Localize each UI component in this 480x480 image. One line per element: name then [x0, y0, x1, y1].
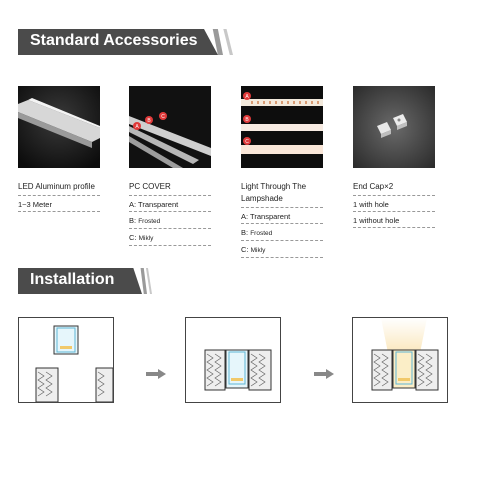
wall-right-icon — [415, 349, 439, 391]
item-title: Light Through The Lampshade — [241, 181, 323, 208]
item-line: A: Transparent — [129, 199, 211, 212]
badge-a: A — [135, 124, 139, 130]
profile-icon — [53, 325, 79, 355]
arrow-right-icon — [146, 366, 166, 384]
item-line: 1~3 Meter — [18, 199, 100, 212]
item-pc-cover: PC COVER A: Transparent B: Frosted C: Mi… — [129, 181, 211, 249]
item-title: LED Aluminum profile — [18, 181, 100, 196]
badge-b: B — [245, 117, 249, 123]
profile-icon — [392, 349, 416, 389]
wall-left-icon — [35, 367, 59, 403]
section-title: Standard Accessories — [30, 32, 198, 49]
item-line: C: Mikly — [129, 232, 211, 246]
arrow-right-icon — [314, 366, 334, 384]
badge-a: A — [245, 94, 249, 100]
wall-left-icon — [371, 349, 393, 391]
wall-left-icon — [204, 349, 226, 391]
item-line: 1 without hole — [353, 215, 435, 228]
badge-b: B — [147, 118, 151, 124]
wall-right-icon — [248, 349, 272, 391]
item-line: B: Frosted — [241, 227, 323, 241]
pc-cover-image: C B A — [129, 86, 211, 168]
lampshade-light-image: A B C — [241, 86, 323, 168]
standard-accessories-banner: Standard Accessories — [18, 29, 233, 55]
section-title: Installation — [30, 271, 115, 288]
end-cap-image — [353, 86, 435, 168]
badge-c: C — [245, 139, 249, 145]
item-line: 1 with hole — [353, 199, 435, 212]
wall-right-icon — [95, 367, 114, 403]
install-step-3 — [352, 317, 448, 403]
item-line: B: Frosted — [129, 215, 211, 229]
badge-c: C — [161, 114, 165, 120]
item-title: End Cap×2 — [353, 181, 435, 196]
aluminum-profile-image — [18, 86, 100, 168]
item-title: PC COVER — [129, 181, 211, 196]
installation-banner: Installation — [18, 268, 152, 294]
item-line: C: Mikly — [241, 244, 323, 258]
item-lampshade: Light Through The Lampshade A: Transpare… — [241, 181, 323, 261]
install-step-2 — [185, 317, 281, 403]
item-aluminum-profile: LED Aluminum profile 1~3 Meter — [18, 181, 100, 215]
item-end-cap: End Cap×2 1 with hole 1 without hole — [353, 181, 435, 231]
item-line: A: Transparent — [241, 211, 323, 224]
install-step-1 — [18, 317, 114, 403]
profile-icon — [225, 349, 249, 389]
